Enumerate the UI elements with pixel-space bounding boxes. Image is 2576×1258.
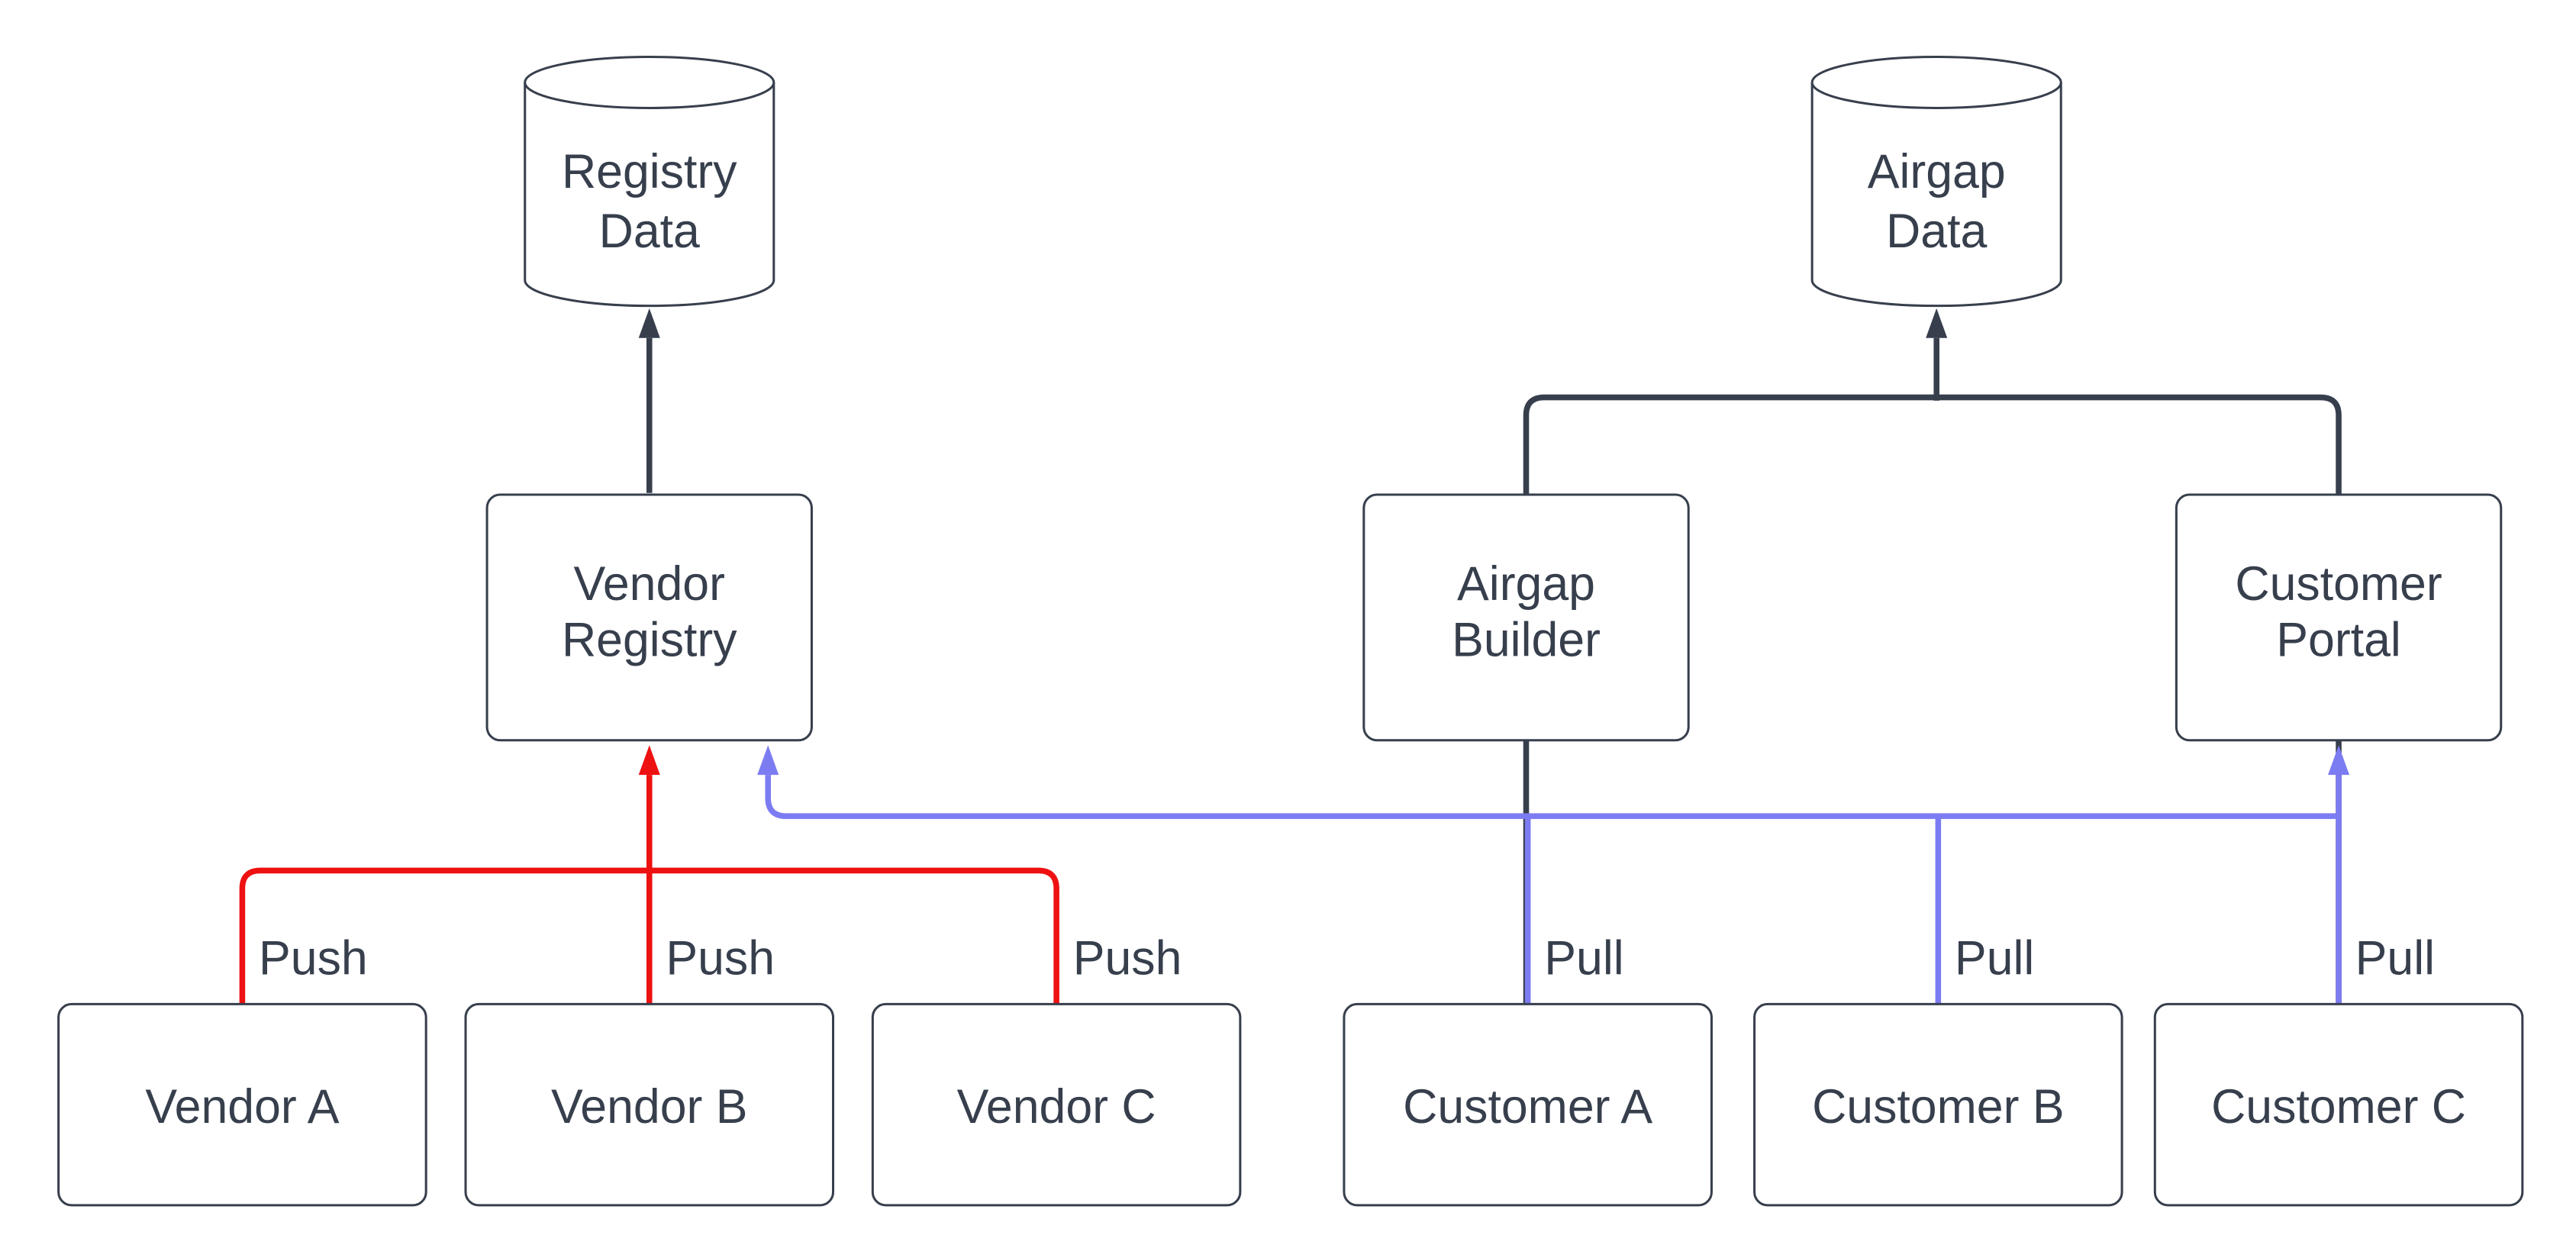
database-cylinder-body <box>524 82 775 308</box>
node-label: Customer A <box>1403 1080 1652 1134</box>
node-box <box>1753 1002 2123 1207</box>
edge-customer-portal-to-airgap-data <box>1926 308 2342 1067</box>
node-box <box>871 1002 1242 1207</box>
node-box <box>464 1002 835 1207</box>
arrowhead-up-icon <box>757 745 779 776</box>
node-label: Vendor B <box>551 1080 748 1134</box>
node-label: Portal <box>2276 614 2401 667</box>
node-vendor-registry: Vendor Registry <box>485 493 813 742</box>
node-vendor-a: Vendor A <box>57 1002 427 1207</box>
node-label: Vendor A <box>145 1080 339 1134</box>
push-label-vendor-c: Push <box>1073 931 1182 985</box>
node-label: Builder <box>1452 614 1601 667</box>
node-box <box>1343 1002 1713 1207</box>
node-label: Data <box>599 205 700 258</box>
node-label: Registry <box>562 145 737 198</box>
node-label: Vendor <box>574 557 725 611</box>
edge-line <box>1936 394 2342 1067</box>
node-label: Airgap <box>1868 145 2006 198</box>
node-label: Customer C <box>2211 1080 2466 1134</box>
node-label: Registry <box>562 614 737 667</box>
node-label: Customer <box>2235 557 2442 611</box>
node-box <box>485 493 813 742</box>
edge-line <box>1523 394 1937 1067</box>
arrowhead-up-icon <box>638 745 660 776</box>
node-box <box>57 1002 427 1207</box>
edge-airgap-builder-to-airgap-data <box>1523 394 1937 1067</box>
node-registry-data: Registry Data <box>524 56 775 308</box>
edge-pull-bus <box>757 745 2350 1005</box>
node-customer-c: Customer C <box>2153 1002 2524 1207</box>
node-airgap-data: Airgap Data <box>1810 56 2062 308</box>
node-label: Customer B <box>1812 1080 2065 1134</box>
node-customer-b: Customer B <box>1753 1002 2123 1207</box>
node-label: Vendor C <box>957 1080 1156 1134</box>
node-vendor-c: Vendor C <box>871 1002 1242 1207</box>
arrowhead-up-icon <box>2328 745 2350 776</box>
database-cylinder-body <box>1810 82 2062 308</box>
pull-label-customer-a: Pull <box>1544 931 1623 985</box>
node-vendor-b: Vendor B <box>464 1002 835 1207</box>
pull-label-customer-b: Pull <box>1955 931 2034 985</box>
push-label-vendor-a: Push <box>259 931 368 985</box>
arrowhead-up-icon <box>638 308 660 338</box>
push-label-vendor-b: Push <box>666 931 775 985</box>
node-airgap-builder: Airgap Builder <box>1362 493 1690 742</box>
node-label: Airgap <box>1457 557 1595 611</box>
pull-label-customer-c: Pull <box>2355 931 2435 985</box>
node-customer-portal: Customer Portal <box>2175 493 2503 742</box>
node-customer-a: Customer A <box>1343 1002 1713 1207</box>
arrowhead-up-icon <box>1926 308 1948 338</box>
edge-vendor-registry-to-registry-data <box>638 308 660 493</box>
database-cylinder-top <box>524 56 775 109</box>
node-box <box>2175 493 2503 742</box>
node-box <box>2153 1002 2524 1207</box>
node-box <box>1362 493 1690 742</box>
edge-line <box>765 775 2339 819</box>
node-label: Data <box>1886 205 1987 258</box>
edge-push-bus <box>239 745 1059 1005</box>
database-cylinder-top <box>1810 56 2062 109</box>
